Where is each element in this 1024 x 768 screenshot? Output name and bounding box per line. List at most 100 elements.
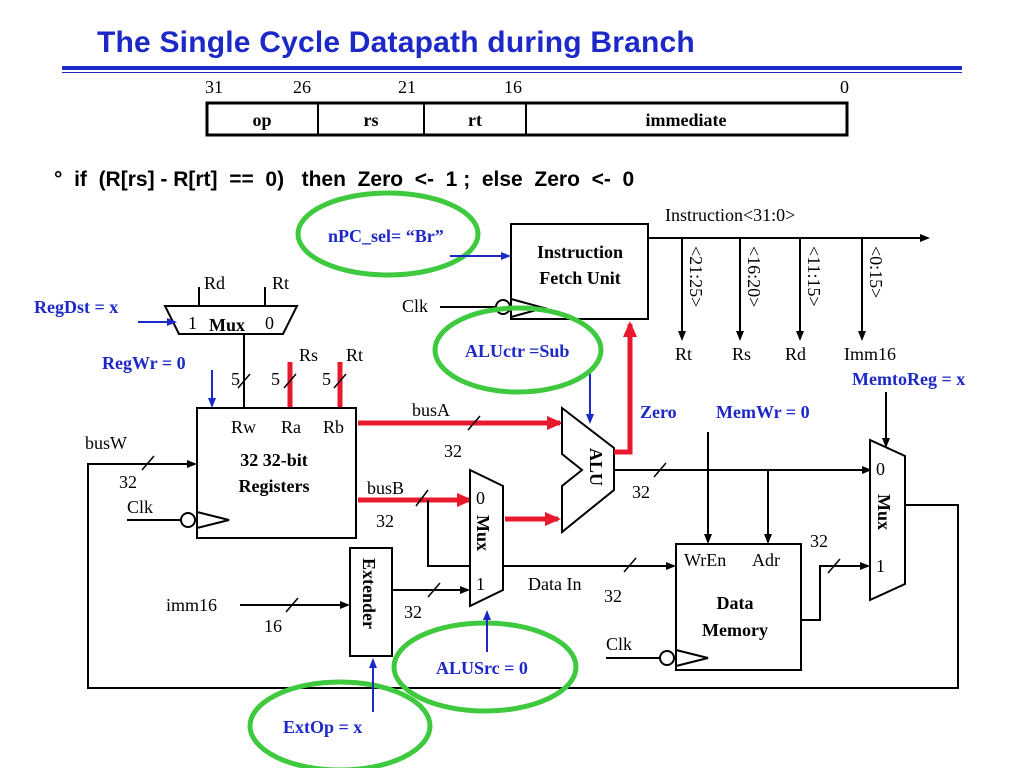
port-rb: Rb [323, 417, 344, 437]
zero-active-wire [614, 321, 637, 455]
regdst-mux-label: Mux [209, 315, 245, 335]
extender-box [349, 547, 393, 657]
imm16-label: imm16 [166, 595, 217, 615]
bit-0: 0 [840, 77, 849, 97]
width-tick [333, 373, 347, 389]
mem-port-wren: WrEn [684, 550, 726, 570]
zero-label: Zero [640, 402, 677, 422]
width-tick [827, 558, 841, 574]
ifu-clk-label: Clk [402, 296, 428, 316]
bit-21: 21 [398, 77, 416, 97]
regdst-mux-in1: 1 [188, 313, 197, 333]
width-tick [285, 597, 299, 613]
instruction-field-taps: <21:25> <16:20> <11:15> <0:15> Rt Rs Rd … [675, 238, 896, 364]
width-tick [623, 557, 637, 573]
tap-label-21-25: <21:25> [686, 246, 706, 307]
port-rw: Rw [231, 417, 256, 437]
data-memory-label-2: Memory [702, 620, 768, 640]
register-file-label-2: Registers [239, 476, 310, 496]
data-memory: WrEn Adr Data Memory Clk [606, 543, 802, 671]
regfile-clock-bubble [180, 512, 196, 528]
extop-control-label: ExtOp = x [283, 717, 362, 737]
field-name-rd: Rd [785, 344, 806, 364]
memtoreg-mux: 0 Mux 1 [869, 438, 906, 602]
regdst-control-label: RegDst = x [34, 297, 118, 317]
alusrc-control-label: ALUSrc = 0 [436, 658, 528, 678]
busb-width: 32 [376, 511, 394, 531]
field-name-rs: Rs [732, 344, 751, 364]
ra-rs-label: Rs [299, 345, 318, 365]
title-rule [62, 66, 962, 70]
regfile-clk-label: Clk [127, 497, 153, 517]
busa-label: busA [412, 400, 450, 420]
alu: ALU [561, 405, 615, 535]
data-memory-label-1: Data [717, 593, 754, 613]
busw-label: busW [85, 433, 127, 453]
width-tick [427, 582, 441, 598]
data-memory-box [675, 543, 802, 671]
tap-label-0-15: <0:15> [866, 246, 886, 298]
extender-out-width: 32 [404, 602, 422, 622]
busb-label: busB [367, 478, 404, 498]
branch-condition: ° if (R[rs] - R[rt] == 0) then Zero <- 1… [54, 168, 634, 191]
ifu-label-2: Fetch Unit [539, 268, 620, 288]
mem-out-wire [801, 562, 870, 621]
alusrc-highlight [391, 620, 579, 714]
alusrc-mux: 0 Mux 1 [469, 468, 504, 608]
data-in-wire [427, 500, 676, 570]
imm16-width: 16 [264, 616, 282, 636]
extop-highlight [247, 679, 433, 768]
title-rule-thin [62, 72, 962, 73]
width-tick [467, 415, 481, 431]
tap-label-16-20: <16:20> [744, 246, 764, 307]
alusrc-mux-in1: 1 [476, 574, 485, 594]
aluctr-highlight [432, 305, 604, 395]
rb-rt-label: Rt [346, 345, 363, 365]
regdst-mux: 1 Mux 0 Rd Rt [163, 273, 299, 408]
field-rt: rt [468, 110, 482, 130]
mem-clk-label: Clk [606, 634, 632, 654]
alusrc-mux-in0: 0 [476, 488, 485, 508]
instruction-format: 31 26 21 16 0 op rs rt immediate [205, 77, 849, 137]
alusrc-mux-label: Mux [473, 515, 493, 551]
rw-width: 5 [231, 369, 240, 389]
extender-label: Extender [359, 558, 379, 629]
data-in-label: Data In [528, 574, 581, 594]
regdst-rt-label: Rt [272, 273, 289, 293]
width-tick [141, 455, 155, 471]
page-title: The Single Cycle Datapath during Branch [97, 26, 695, 59]
memtoreg-mux-in1: 1 [876, 556, 885, 576]
busw-width: 32 [119, 472, 137, 492]
field-name-rt: Rt [675, 344, 692, 364]
regdst-rd-label: Rd [204, 273, 225, 293]
register-file-box [196, 407, 357, 539]
regwr-control-label: RegWr = 0 [102, 353, 186, 373]
regdst-mux-in0: 0 [265, 313, 274, 333]
alu-label: ALU [586, 448, 606, 486]
memtoreg-control-label: MemtoReg = x [852, 369, 965, 389]
field-op: op [252, 110, 271, 130]
mem-port-adr: Adr [752, 550, 780, 570]
field-rs: rs [364, 110, 379, 130]
width-tick [283, 373, 297, 389]
ra-width: 5 [271, 369, 280, 389]
memtoreg-mux-shape [869, 438, 906, 602]
npc-sel-highlight [295, 190, 481, 278]
alu-shape [561, 405, 615, 535]
port-ra: Ra [281, 417, 301, 437]
npc-sel-control-label: nPC_sel= “Br” [328, 226, 444, 246]
width-tick [237, 373, 251, 389]
busa-width: 32 [444, 441, 462, 461]
alusrc-mux-shape [469, 468, 504, 608]
mem-clock-bubble [659, 650, 675, 666]
field-name-imm16: Imm16 [844, 344, 896, 364]
data-in-width: 32 [604, 586, 622, 606]
bit-31: 31 [205, 77, 223, 97]
bit-26: 26 [293, 77, 311, 97]
instruction-fetch-unit: Instruction Fetch Unit Clk [402, 223, 649, 320]
regfile-clock-triangle [196, 511, 230, 529]
mem-out-width: 32 [810, 531, 828, 551]
extender: Extender [349, 547, 393, 657]
tap-label-11-15: <11:15> [804, 246, 824, 307]
